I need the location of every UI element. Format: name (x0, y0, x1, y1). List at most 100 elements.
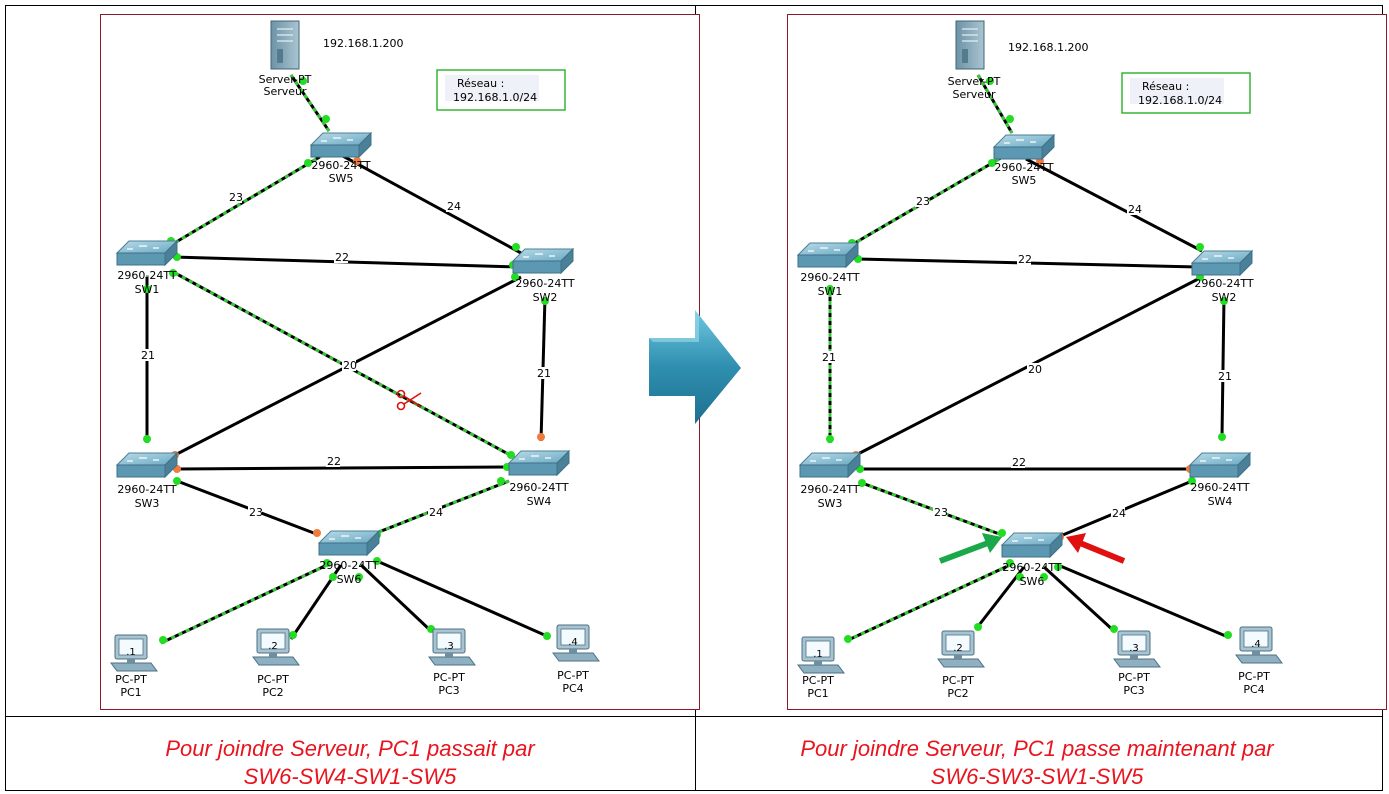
label-sw2-sw4: 21 (537, 367, 551, 380)
switch-name: SW6 (1020, 575, 1045, 588)
switch-name: SW5 (1012, 174, 1037, 187)
switch-model: 2960-24TT (1194, 277, 1253, 290)
link-sw6-pc3 (1042, 565, 1116, 633)
path-server-sw5 (976, 74, 1014, 134)
pc-pc3: .3 PC-PT PC3 (428, 628, 476, 697)
link-sw2-sw4 (1220, 296, 1226, 438)
label-cross: 20 (1028, 363, 1042, 376)
switch-name: SW1 (818, 285, 843, 298)
pc-type: PC-PT (557, 669, 589, 682)
network-value: 192.168.1.0/24 (453, 91, 537, 104)
server-icon (955, 20, 985, 70)
switch-sw3: 2960-24TT SW3 (799, 452, 861, 510)
pc-screen-label: .3 (444, 641, 454, 652)
pc-name: PC1 (807, 687, 828, 700)
switch-sw6: 2960-24TT SW6 (1001, 532, 1063, 588)
pc-name: PC3 (1123, 684, 1144, 697)
pc-pc4: .4 PC-PT PC4 (552, 624, 600, 695)
topology-after: 23 24 22 21 20 21 22 23 24 (787, 14, 1387, 710)
label-sw3-sw6: 23 (249, 506, 263, 519)
switch-model: 2960-24TT (800, 483, 859, 496)
network-label: Réseau : (457, 77, 504, 90)
switch-sw1: 2960-24TT SW1 (797, 242, 860, 298)
red-arrow-icon (1066, 533, 1126, 564)
link-sw5-sw2 (340, 153, 522, 255)
switch-sw2: 2960-24TT SW2 (1191, 250, 1254, 304)
label-sw1-sw2: 22 (1018, 253, 1032, 266)
server-icon (270, 20, 300, 70)
path-sw3-sw6 (861, 481, 1003, 537)
pc-screen-label: .2 (953, 643, 963, 654)
label-sw2-sw4: 21 (1218, 370, 1232, 383)
pc-pc4: .4 PC-PT PC4 (1235, 626, 1283, 696)
pc-pc1: .1 PC-PT PC1 (110, 634, 158, 699)
label-sw3-sw4: 22 (327, 455, 341, 468)
label-sw1-sw3: 21 (141, 349, 155, 362)
caption-after-line2: SW6-SW3-SW1-SW5 (930, 764, 1144, 789)
switch-name: SW4 (1208, 495, 1233, 508)
path-sw1-sw4 (174, 271, 522, 463)
server-name: Serveur (952, 88, 996, 101)
server-ip: 192.168.1.200 (323, 37, 403, 50)
path-sw6-pc1 (160, 563, 328, 645)
pc-pc3: .3 PC-PT PC3 (1113, 630, 1161, 697)
server-type: Server-PT (259, 73, 312, 86)
switch-name: SW3 (818, 497, 843, 510)
server-ip: 192.168.1.200 (1008, 41, 1088, 54)
switch-name: SW6 (337, 573, 362, 586)
switch-model: 2960-24TT (319, 559, 378, 572)
label-sw3-sw4: 22 (1012, 456, 1026, 469)
row-divider (5, 716, 1383, 717)
link-sw6-pc3 (359, 563, 433, 633)
pc-name: PC4 (1243, 683, 1264, 696)
pc-screen-label: .4 (1251, 639, 1261, 650)
pc-name: PC4 (562, 682, 583, 695)
switch-model: 2960-24TT (311, 159, 370, 172)
network-label: Réseau : (1142, 80, 1189, 93)
pc-type: PC-PT (1118, 671, 1150, 684)
switch-sw2: 2960-24TT SW2 (512, 248, 575, 304)
switch-name: SW2 (533, 291, 558, 304)
pc-screen-label: .1 (126, 647, 136, 658)
switch-sw4: 2960-24TT SW4 (508, 450, 570, 508)
scissors-icon (396, 389, 422, 411)
link-sw6-pc2 (974, 566, 1026, 630)
pc-name: PC2 (262, 686, 283, 699)
pc-screen-label: .1 (813, 649, 823, 660)
switch-model: 2960-24TT (509, 481, 568, 494)
pc-screen-label: .3 (1129, 643, 1139, 654)
switch-sw3: 2960-24TT SW3 (116, 452, 178, 510)
path-sw6-pc1 (845, 563, 1011, 643)
server-name: Serveur (263, 85, 307, 98)
caption-after: Pour joindre Serveur, PC1 passe maintena… (737, 735, 1337, 791)
switch-model: 2960-24TT (515, 277, 574, 290)
label-sw5-sw2: 24 (447, 200, 461, 213)
topology-before: 23 24 22 21 20 21 22 23 24 (100, 14, 700, 710)
link-sw6-pc4 (1057, 563, 1229, 639)
pc-name: PC3 (438, 684, 459, 697)
label-sw5-sw1: 23 (916, 195, 930, 208)
path-sw5-sw1 (170, 153, 324, 247)
path-server-sw5 (289, 74, 331, 132)
green-arrow-icon (938, 533, 1002, 564)
pc-type: PC-PT (115, 673, 147, 686)
switch-model: 2960-24TT (994, 161, 1053, 174)
label-sw4-sw6: 24 (1112, 507, 1126, 520)
caption-before: Pour joindre Serveur, PC1 passait par SW… (50, 735, 650, 791)
pc-pc1: .1 PC-PT PC1 (797, 636, 845, 700)
switch-sw5: 2960-24TT SW5 (310, 132, 372, 185)
link-sw5-sw2 (1025, 157, 1203, 253)
label-sw1-sw3: 21 (822, 351, 836, 364)
pc-name: PC2 (947, 687, 968, 700)
label-sw1-sw2: 22 (335, 251, 349, 264)
label-sw5-sw2: 24 (1128, 203, 1142, 216)
pc-pc2: .2 PC-PT PC2 (937, 630, 985, 700)
switch-name: SW1 (135, 283, 160, 296)
transition-arrow-icon (649, 310, 741, 424)
switch-name: SW3 (135, 497, 160, 510)
caption-before-line2: SW6-SW4-SW1-SW5 (243, 764, 457, 789)
switch-name: SW4 (527, 495, 552, 508)
label-cross: 20 (343, 359, 357, 372)
pc-pc2: .2 PC-PT PC2 (252, 628, 300, 699)
switch-sw6: 2960-24TT SW6 (318, 530, 380, 586)
